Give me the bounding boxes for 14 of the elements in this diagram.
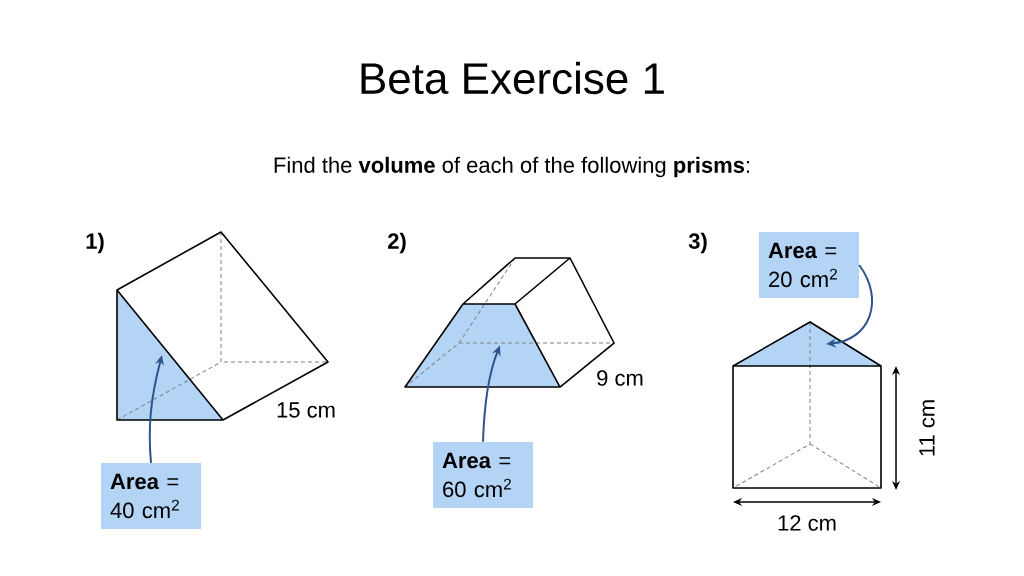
instruction-text: Find the volume of each of the following prisms: <box>274 156 750 178</box>
shaded-face <box>405 304 560 387</box>
area-box: Area = 20 cm$^{2}$ <box>759 232 859 298</box>
area-box: Area = 40 cm$^{2}$ <box>101 463 201 529</box>
dimension-label: 9 cm <box>597 370 643 386</box>
dimension-label: 11 cm <box>919 400 935 456</box>
question-number: 3) <box>688 232 707 254</box>
dimension-label: 15 cm <box>277 402 335 418</box>
question-number: 1) <box>86 232 104 254</box>
dimension-label: 12 cm <box>778 515 836 531</box>
question-number: 2) <box>388 232 406 254</box>
title: Beta Exercise 1 <box>361 61 664 95</box>
area-box: Area = 60 cm$^{2}$ <box>433 442 533 508</box>
shaded-face <box>117 290 223 420</box>
